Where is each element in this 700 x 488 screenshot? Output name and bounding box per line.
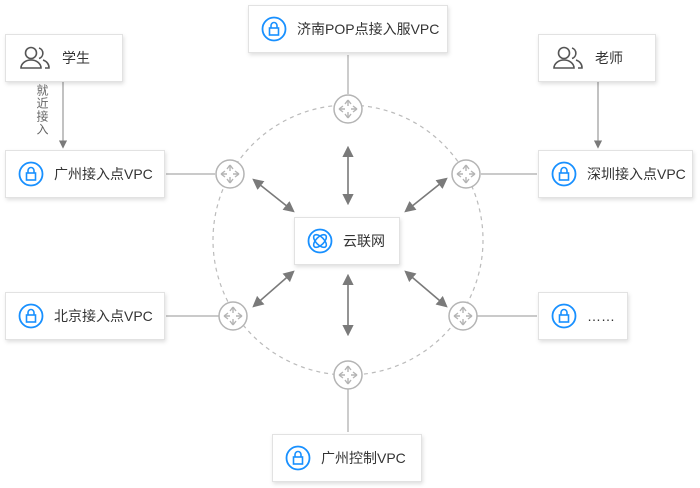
nearby-access-label: 就近接入 (35, 84, 49, 136)
node-label: 广州控制VPC (321, 450, 406, 466)
router-icon-bottom-left (218, 301, 248, 331)
lock-icon (18, 161, 44, 187)
node-label: 老师 (595, 50, 623, 66)
teacher-node[interactable]: 老师 (538, 34, 656, 82)
users-icon (553, 46, 583, 69)
cloud-network-node[interactable]: 云联网 (294, 217, 400, 265)
node-label: 深圳接入点VPC (587, 166, 686, 182)
lock-icon (551, 303, 577, 329)
more-vpc-node[interactable]: …… (538, 292, 628, 340)
lock-icon (551, 161, 577, 187)
router-icon-bottom (333, 360, 363, 390)
router-icon-top-right (451, 159, 481, 189)
student-node[interactable]: 学生 (5, 34, 123, 82)
node-label: 云联网 (343, 233, 385, 249)
node-label: …… (587, 308, 615, 324)
arrow-bottom-right (404, 270, 448, 308)
lock-icon (261, 16, 287, 42)
router-icon-top (333, 94, 363, 124)
beijing-access-vpc-node[interactable]: 北京接入点VPC (5, 292, 165, 340)
cloud-network-icon (307, 228, 333, 254)
jinan-pop-vpc-node[interactable]: 济南POP点接入服VPC (248, 5, 448, 53)
users-icon (20, 46, 50, 69)
guangzhou-control-vpc-node[interactable]: 广州控制VPC (272, 434, 422, 482)
lock-icon (18, 303, 44, 329)
lock-icon (285, 445, 311, 471)
arrow-top-right (404, 177, 448, 213)
router-icon-top-left (215, 159, 245, 189)
shenzhen-access-vpc-node[interactable]: 深圳接入点VPC (538, 150, 693, 198)
node-label: 北京接入点VPC (54, 308, 153, 324)
node-label: 济南POP点接入服VPC (297, 21, 440, 37)
arrow-bottom-left (252, 270, 295, 308)
guangzhou-access-vpc-node[interactable]: 广州接入点VPC (5, 150, 165, 198)
router-icon-bottom-right (448, 301, 478, 331)
arrow-top-left (252, 178, 295, 213)
node-label: 学生 (62, 50, 90, 66)
node-label: 广州接入点VPC (54, 166, 153, 182)
